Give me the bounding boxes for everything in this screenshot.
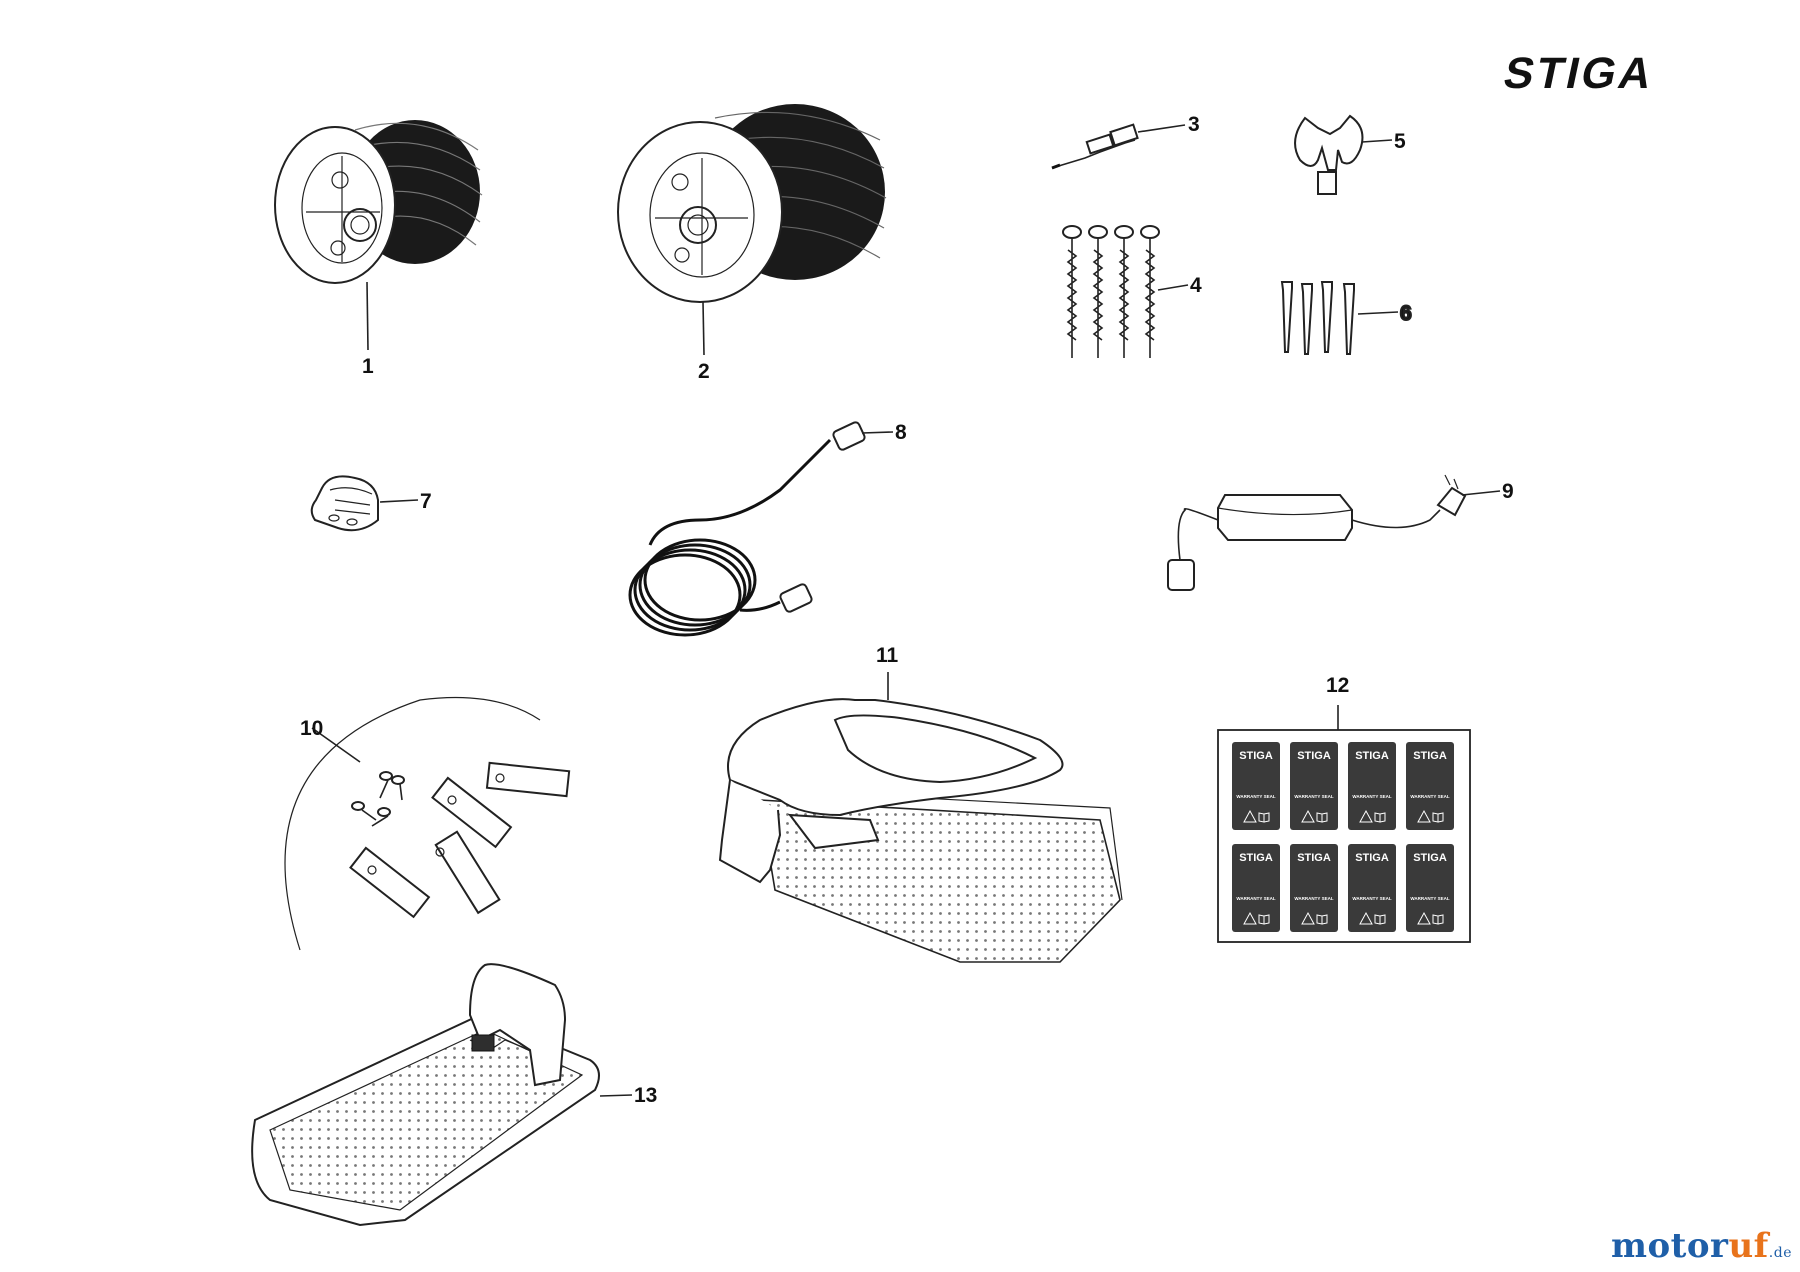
manual-book-icon [1258,812,1270,823]
manual-book-icon [1374,914,1386,925]
warranty-decal: STIGA WARRANTY SEAL [1348,742,1396,830]
part-8-extension-cable: 8 [628,421,907,637]
decal-seal-text: WARRANTY SEAL [1410,896,1449,901]
part-9-power-supply: 9 [1167,474,1514,591]
manual-book-icon [1432,914,1444,925]
callout-13: 13 [634,1084,657,1107]
warning-icon [1243,911,1257,925]
warning-icon [1417,809,1431,823]
part-1-wire-spool-small: 1 [274,120,483,378]
callout-6: 6 [1400,302,1412,325]
warning-icon [1243,809,1257,823]
decal-seal-text: WARRANTY SEAL [1352,794,1391,799]
part-4-ground-pegs: 4 [1062,225,1202,358]
manual-book-icon [1316,914,1328,925]
decal-logo: STIGA [1239,852,1273,864]
warranty-decal: STIGA WARRANTY SEAL [1232,742,1280,830]
decal-seal-text: WARRANTY SEAL [1236,896,1275,901]
warranty-decal: STIGA WARRANTY SEAL [1290,742,1338,830]
warranty-decal: STIGA WARRANTY SEAL [1348,844,1396,932]
decal-seal-text: WARRANTY SEAL [1352,896,1391,901]
warranty-decal: STIGA WARRANTY SEAL [1406,844,1454,932]
part-5-wire-clip: 5 [1294,114,1406,195]
decal-logo: STIGA [1239,750,1273,762]
decal-seal-text: WARRANTY SEAL [1294,896,1333,901]
manual-book-icon [1316,812,1328,823]
decal-seal-text: WARRANTY SEAL [1410,794,1449,799]
warning-icon [1301,911,1315,925]
part-7-splice-connector: 7 [310,475,432,532]
manual-book-icon [1258,914,1270,925]
callout-3: 3 [1188,113,1200,136]
callout-5: 5 [1394,130,1406,153]
part-13-charging-station-base: 13 [251,963,657,1227]
decal-logo: STIGA [1297,852,1331,864]
manual-book-icon [1374,812,1386,823]
callout-12: 12 [1326,674,1349,697]
part-6-tent-pegs: 6 [1280,281,1413,355]
decal-logo: STIGA [1355,852,1389,864]
decal-logo: STIGA [1355,750,1389,762]
part-2-wire-spool-large: 2 [617,104,887,383]
warning-icon [1359,809,1373,823]
decal-seal-text: WARRANTY SEAL [1236,794,1275,799]
watermark: motoruf.de [1610,1226,1792,1266]
decal-logo: STIGA [1413,750,1447,762]
callout-9: 9 [1502,480,1514,503]
warranty-decal: STIGA WARRANTY SEAL [1232,844,1280,932]
callout-11: 11 [876,644,899,667]
warning-icon [1301,809,1315,823]
part-10-blade-kit: 10 [284,696,571,951]
callout-7: 7 [420,490,432,513]
manual-book-icon [1432,812,1444,823]
svg-text:STIGA: STIGA [1500,49,1660,97]
callout-10: 10 [300,717,323,740]
part-11-charging-station-cover: 11 [718,644,1123,963]
warning-icon [1359,911,1373,925]
warning-icon [1417,911,1431,925]
warranty-decal: STIGA WARRANTY SEAL [1406,742,1454,830]
part-3-wire-connector: 3 [1051,113,1200,170]
callout-1: 1 [362,355,374,378]
stiga-logo: STIGA [1500,49,1660,97]
callout-8: 8 [895,421,907,444]
decal-logo: STIGA [1297,750,1331,762]
decal-seal-text: WARRANTY SEAL [1294,794,1333,799]
warranty-decal: STIGA WARRANTY SEAL [1290,844,1338,932]
callout-4: 4 [1190,274,1202,297]
callout-2: 2 [698,360,710,383]
decal-logo: STIGA [1413,852,1447,864]
